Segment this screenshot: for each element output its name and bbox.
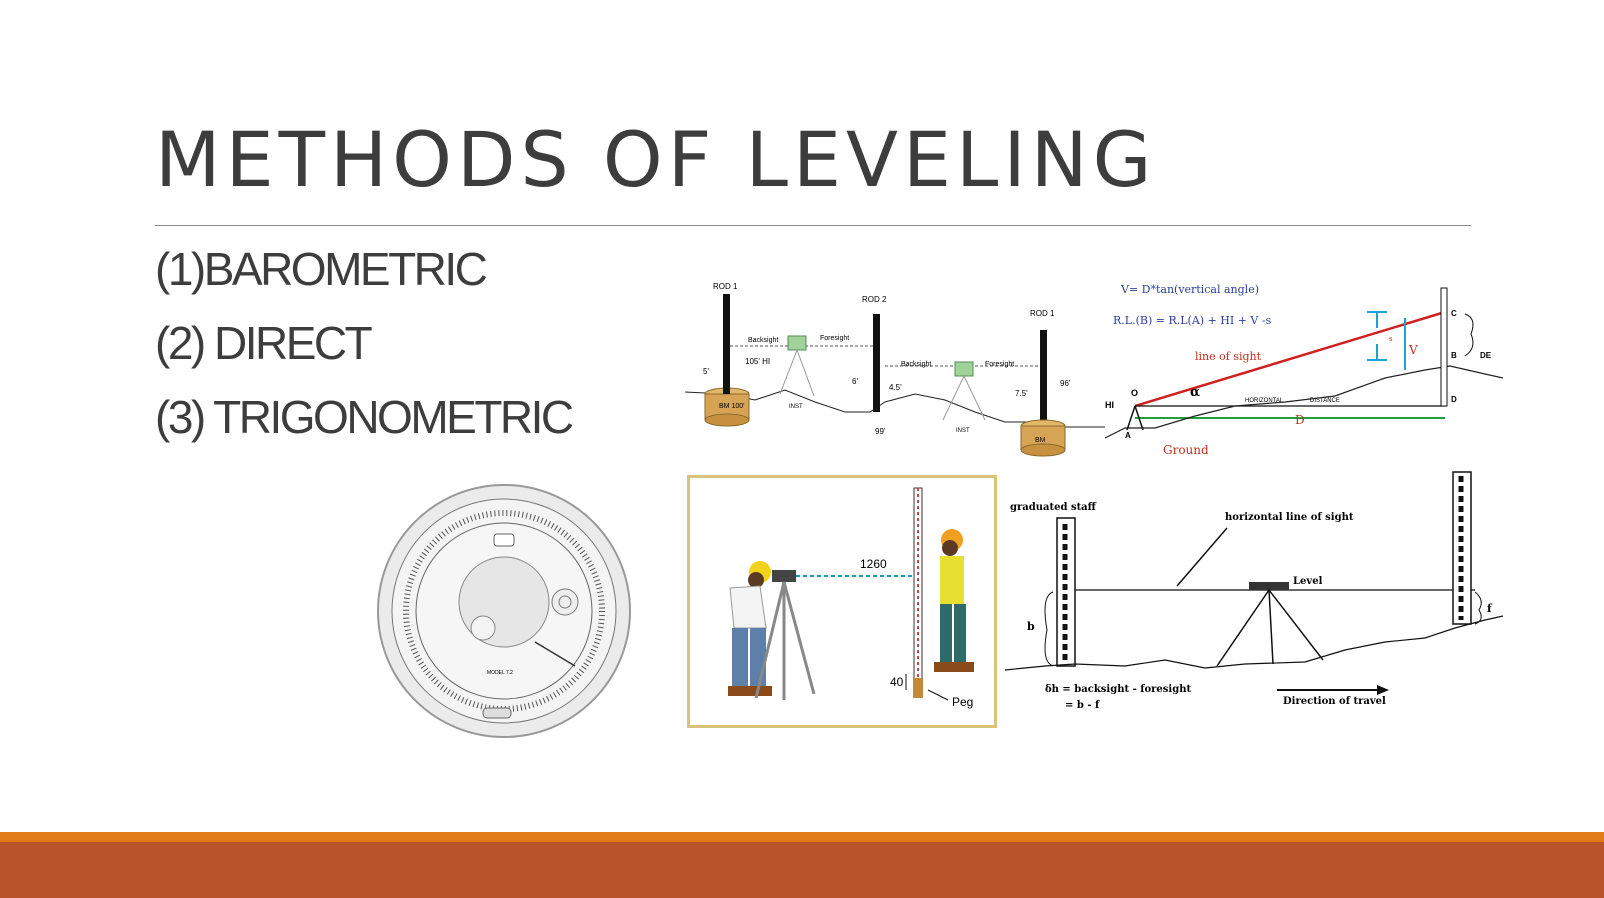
svg-text:MODEL 7.2: MODEL 7.2	[487, 670, 513, 676]
svg-text:Foresight: Foresight	[820, 335, 849, 342]
method-trigonometric: (3) TRIGONOMETRIC	[155, 391, 574, 443]
svg-text:O: O	[1131, 388, 1138, 398]
svg-text:D: D	[1295, 413, 1305, 427]
svg-text:δh = backsight - foresight: δh = backsight - foresight	[1045, 684, 1191, 695]
svg-text:V: V	[1408, 343, 1418, 357]
svg-text:s: s	[1389, 335, 1393, 343]
svg-text:Foresight: Foresight	[985, 361, 1014, 368]
svg-text:HORIZONTAL: HORIZONTAL	[1245, 398, 1284, 404]
svg-text:ROD 1: ROD 1	[713, 282, 738, 291]
svg-text:Direction of travel: Direction of travel	[1283, 696, 1386, 707]
svg-text:96': 96'	[1060, 379, 1071, 388]
svg-text:= b - f: = b - f	[1065, 700, 1100, 711]
svg-text:Backsight: Backsight	[748, 337, 778, 344]
svg-text:C: C	[1451, 309, 1457, 318]
svg-text:α: α	[1190, 385, 1200, 400]
svg-text:DE: DE	[1480, 351, 1492, 360]
svg-text:Peg: Peg	[952, 695, 973, 709]
bm100-label: BM 100'	[719, 403, 744, 410]
svg-text:V= D*tan(vertical angle): V= D*tan(vertical angle)	[1120, 283, 1259, 296]
svg-text:horizontal line of sight: horizontal line of sight	[1225, 512, 1354, 523]
trigonometric-leveling-diagram: V= D*tan(vertical angle) R.L.(B) = R.L(A…	[1104, 278, 1504, 478]
method-direct: (2) DIRECT	[155, 317, 373, 369]
svg-text:f: f	[1487, 602, 1493, 615]
svg-text:4.5': 4.5'	[889, 383, 902, 392]
slide-title: METHODS OF LEVELING	[155, 115, 1157, 204]
svg-text:99': 99'	[875, 427, 886, 436]
svg-text:Level: Level	[1293, 576, 1323, 587]
svg-text:BM: BM	[1035, 437, 1046, 444]
footer-accent-stripe	[0, 832, 1604, 842]
title-divider	[155, 225, 1471, 226]
svg-text:5': 5'	[703, 367, 709, 376]
direct-leveling-diagram: graduated staff horizontal line of sight…	[1004, 470, 1504, 730]
svg-text:ROD 2: ROD 2	[862, 295, 887, 304]
svg-text:40: 40	[890, 675, 904, 689]
svg-text:Ground: Ground	[1163, 443, 1209, 457]
differential-leveling-diagram: BM 100' ROD 1 5' Backsight Foresight 105…	[684, 282, 1105, 482]
svg-text:105' HI: 105' HI	[745, 357, 770, 366]
svg-text:D: D	[1451, 395, 1457, 404]
svg-text:INST: INST	[956, 428, 970, 434]
svg-text:B: B	[1451, 351, 1457, 360]
footer-bar	[0, 842, 1604, 898]
method-barometric: (1)BAROMETRIC	[155, 243, 488, 295]
svg-text:A: A	[1125, 431, 1131, 440]
svg-text:7.5': 7.5'	[1015, 389, 1028, 398]
altimeter-dial: MODEL 7.2	[375, 482, 633, 740]
svg-text:INST: INST	[789, 404, 803, 410]
svg-text:Backsight: Backsight	[901, 361, 931, 368]
svg-text:DISTANCE: DISTANCE	[1310, 398, 1340, 404]
svg-text:line of sight: line of sight	[1195, 350, 1262, 363]
svg-text:HI: HI	[1105, 400, 1114, 410]
svg-text:ROD 1: ROD 1	[1030, 309, 1055, 318]
svg-text:6': 6'	[852, 377, 858, 386]
svg-text:R.L.(B) = R.L(A) + HI + V -s: R.L.(B) = R.L(A) + HI + V -s	[1113, 314, 1272, 327]
surveyors-illustration: 1260 40 Peg	[687, 475, 997, 728]
methods-list: (1)BAROMETRIC (2) DIRECT (3) TRIGONOMETR…	[155, 240, 574, 462]
svg-text:b: b	[1027, 620, 1035, 633]
svg-text:graduated staff: graduated staff	[1010, 502, 1097, 513]
svg-text:1260: 1260	[860, 557, 887, 571]
